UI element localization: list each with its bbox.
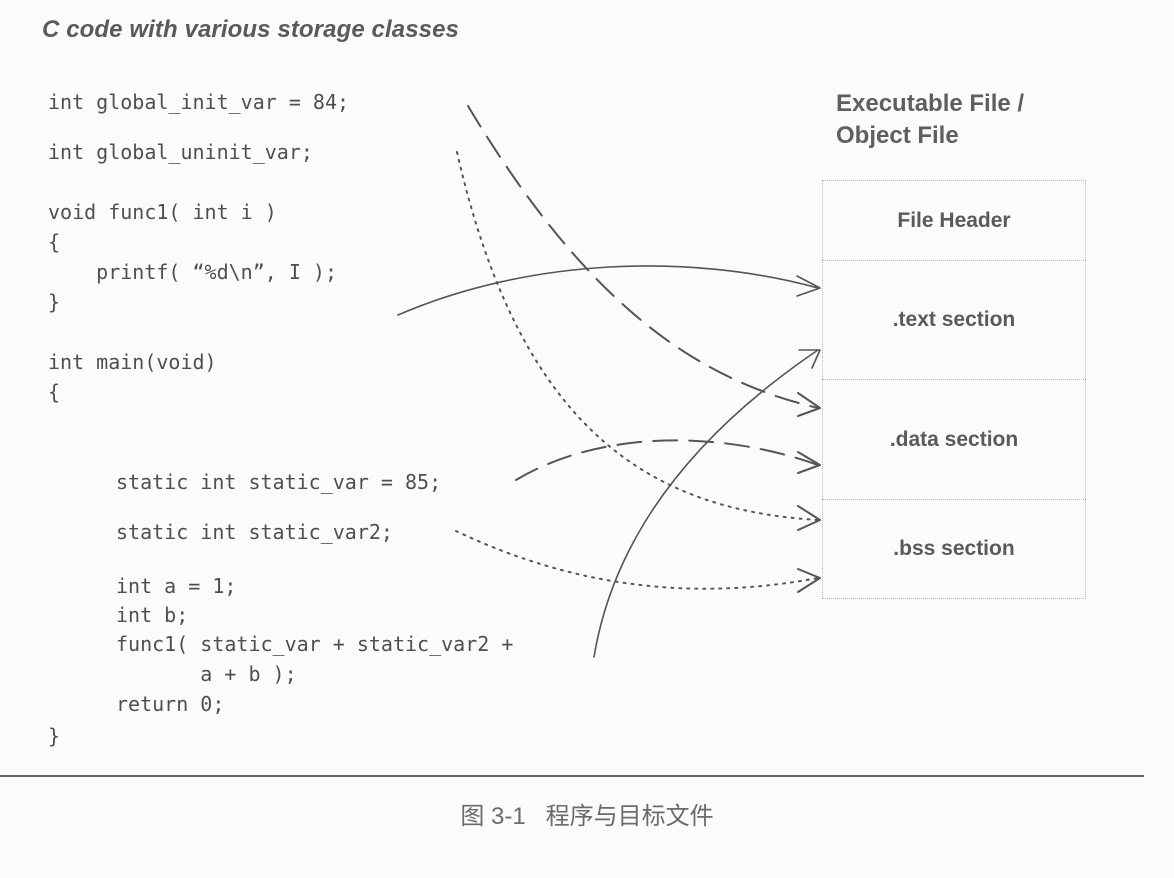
arrowhead-func1-to-text [796, 275, 821, 297]
bss-section-box: .bss section [822, 499, 1086, 599]
caption-divider [0, 775, 1144, 777]
data-section-label: .data section [889, 427, 1019, 451]
arrowhead-static-var2-to-bss [797, 568, 821, 593]
code-line-printf: printf( “%d\n”, I ); [48, 260, 337, 284]
code-line-func1-close-brace: } [48, 290, 61, 314]
code-line-static-var: static int static_var = 85; [116, 470, 442, 494]
figure-title: C code with various storage classes [42, 16, 459, 43]
code-line-return: return 0; [116, 692, 225, 716]
code-line-func1-call: func1( static_var + static_var2 + [116, 632, 514, 656]
code-line-func1-open-brace: { [48, 230, 61, 254]
arrowhead-global-init-to-data [797, 392, 821, 417]
arrow-static-var2-to-bss [455, 530, 819, 590]
object-file-title: Executable File / Object File [836, 88, 1024, 152]
bss-section-label: .bss section [893, 537, 1015, 560]
code-line-main-open-brace: { [48, 380, 61, 404]
object-file-title-line1: Executable File / [836, 90, 1025, 117]
code-line-int-b: int b; [116, 603, 189, 627]
figure-caption: 图 3-1 程序与目标文件 [460, 803, 714, 830]
text-section-label: .text section [892, 308, 1016, 331]
code-line-func1-signature: void func1( int i ) [48, 200, 277, 224]
data-section-box: .data section [822, 379, 1086, 499]
code-line-global-uninit: int global_uninit_var; [48, 140, 313, 164]
file-header-label: File Header [897, 208, 1011, 232]
arrowhead-static-var-to-data [797, 451, 821, 474]
file-header-box: File Header [822, 180, 1086, 260]
code-line-global-init: int global_init_var = 84; [48, 90, 350, 114]
arrow-global-uninit-to-bss [456, 151, 819, 521]
code-line-main-close-brace: } [48, 724, 61, 748]
code-line-main-signature: int main(void) [48, 350, 217, 374]
arrowhead-main-to-text [798, 349, 821, 369]
arrow-static-var-to-data [515, 439, 819, 481]
object-file-title-line2: Object File [836, 122, 959, 149]
arrow-func1-to-text [397, 265, 819, 316]
code-line-static-var2: static int static_var2; [116, 520, 393, 544]
text-section-box: .text section [822, 260, 1086, 379]
arrow-global-init-to-data [467, 105, 819, 409]
arrow-main-to-text [593, 349, 819, 658]
code-line-int-a: int a = 1; [116, 574, 237, 598]
code-line-func1-call-cont: a + b ); [116, 662, 297, 686]
arrowhead-global-uninit-to-bss [797, 505, 821, 531]
